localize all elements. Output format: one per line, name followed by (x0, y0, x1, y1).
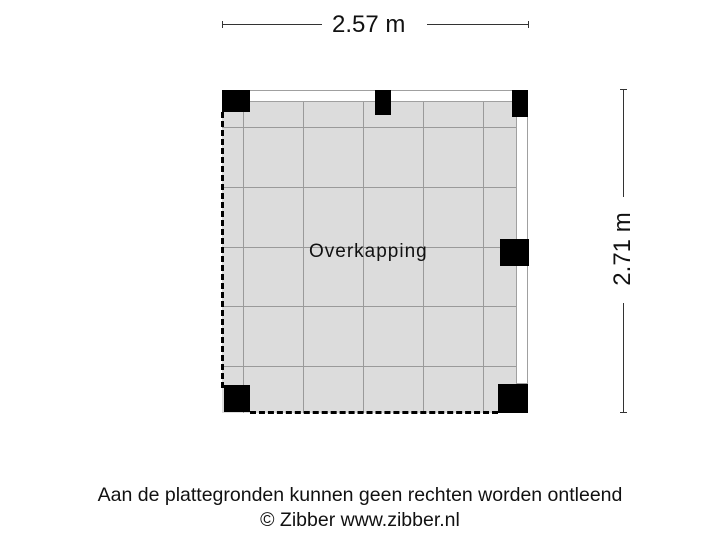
post-bottom-left (224, 385, 250, 412)
width-dimension-label: 2.57 m (332, 11, 406, 38)
grid-line (222, 306, 517, 307)
copyright-text: © Zibber www.zibber.nl (260, 509, 460, 531)
disclaimer-text: Aan de plattegronden kunnen geen rechten… (97, 484, 623, 506)
left-open-edge (221, 112, 224, 388)
height-dimension-tick-bottom (620, 412, 627, 413)
grid-line (363, 101, 364, 413)
post-top-left (222, 90, 250, 112)
width-dimension-line-left (222, 24, 322, 25)
grid-line (222, 366, 517, 367)
bottom-open-edge (250, 411, 498, 414)
post-top-right (512, 90, 528, 117)
height-dimension-line-top (623, 89, 624, 197)
grid-line (222, 187, 517, 188)
post-bottom-right (498, 384, 528, 413)
post-right-middle (500, 239, 529, 266)
floor-area (222, 90, 528, 413)
post-top-middle (375, 90, 391, 115)
grid-line (483, 101, 484, 413)
height-dimension-label: 2.71 m (609, 212, 636, 286)
grid-line (243, 101, 244, 413)
grid-line (222, 247, 517, 248)
height-dimension-line-bottom (623, 303, 624, 413)
room-label: Overkapping (309, 241, 428, 262)
grid-line (303, 101, 304, 413)
grid-line (222, 127, 517, 128)
width-dimension-tick-right (528, 21, 529, 28)
width-dimension-line-right (427, 24, 529, 25)
grid-line (423, 101, 424, 413)
